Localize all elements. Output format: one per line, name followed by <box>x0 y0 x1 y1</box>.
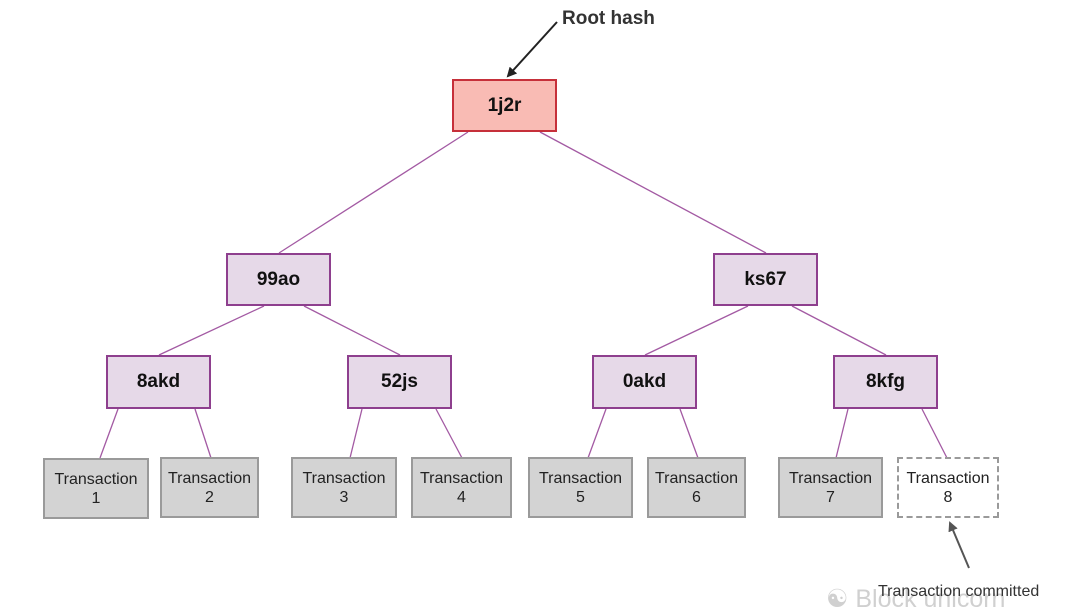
hash-node-8akd: 8akd <box>106 355 211 409</box>
root-hash-label: Root hash <box>562 8 655 29</box>
edge-99ao-52js <box>303 305 401 356</box>
edge-99ao-8akd <box>158 305 265 356</box>
edge-8akd-tx1 <box>99 408 119 459</box>
hash-value: 8akd <box>136 371 181 392</box>
hash-value: ks67 <box>744 268 787 290</box>
transaction-node-1: Transaction 1 <box>43 458 149 519</box>
watermark: ☯ Block unicorn <box>826 584 1005 614</box>
transaction-node-2: Transaction 2 <box>160 457 259 518</box>
transaction-number: 4 <box>457 488 466 506</box>
edge-ks67-8kfg <box>791 305 887 356</box>
root-hash-arrow <box>506 21 558 78</box>
hash-node-ks67: ks67 <box>713 253 818 306</box>
hash-node-8kfg: 8kfg <box>833 355 938 409</box>
transaction-number: 1 <box>91 489 101 507</box>
transaction-number: 7 <box>826 488 835 506</box>
watermark-logo-icon: ☯ <box>826 585 849 613</box>
transaction-label: Transaction <box>789 469 872 487</box>
watermark-text: Block unicorn <box>855 585 1006 613</box>
transaction-label: Transaction <box>420 469 503 487</box>
hash-value: 52js <box>381 371 418 392</box>
transaction-committed-label: Transaction committed <box>878 583 1040 600</box>
edge-8kfg-tx7 <box>835 408 849 459</box>
edge-52js-tx3 <box>349 408 363 459</box>
transaction-label: Transaction <box>655 469 738 487</box>
transaction-number: 8 <box>943 488 953 506</box>
edge-0akd-tx5 <box>587 408 607 459</box>
transaction-label: Transaction <box>539 469 622 487</box>
hash-node-0akd: 0akd <box>592 355 697 409</box>
edge-ks67-0akd <box>644 305 749 356</box>
root-hash-node: 1j2r <box>452 79 557 132</box>
transaction-label: Transaction <box>906 469 990 487</box>
edge-52js-tx4 <box>435 408 463 459</box>
transaction-node-6: Transaction 6 <box>647 457 746 518</box>
transaction-label: Transaction <box>54 470 138 488</box>
transaction-node-3: Transaction 3 <box>291 457 397 518</box>
transaction-node-7: Transaction 7 <box>778 457 883 518</box>
new-transaction-arrow <box>948 521 970 569</box>
transaction-node-4: Transaction 4 <box>411 457 512 518</box>
hash-value: 0akd <box>622 371 667 392</box>
transaction-number: 3 <box>339 488 349 506</box>
transaction-node-5: Transaction 5 <box>528 457 633 518</box>
hash-value: 8kfg <box>865 371 906 392</box>
hash-value: 99ao <box>256 268 301 290</box>
root-hash-value: 1j2r <box>487 94 522 116</box>
edge-8akd-tx2 <box>194 408 212 459</box>
transaction-number: 5 <box>576 488 585 506</box>
transaction-node-8: Transaction 8 <box>897 457 999 518</box>
hash-node-99ao: 99ao <box>226 253 331 306</box>
edge-0akd-tx6 <box>679 408 699 459</box>
transaction-number: 6 <box>692 488 701 506</box>
transaction-number: 2 <box>205 488 214 506</box>
hash-node-52js: 52js <box>347 355 452 409</box>
transaction-label: Transaction <box>168 469 251 487</box>
transaction-label: Transaction <box>302 469 386 487</box>
edge-8kfg-tx8 <box>921 408 948 459</box>
edge-root-99ao <box>278 131 469 254</box>
edge-root-ks67 <box>539 131 767 254</box>
